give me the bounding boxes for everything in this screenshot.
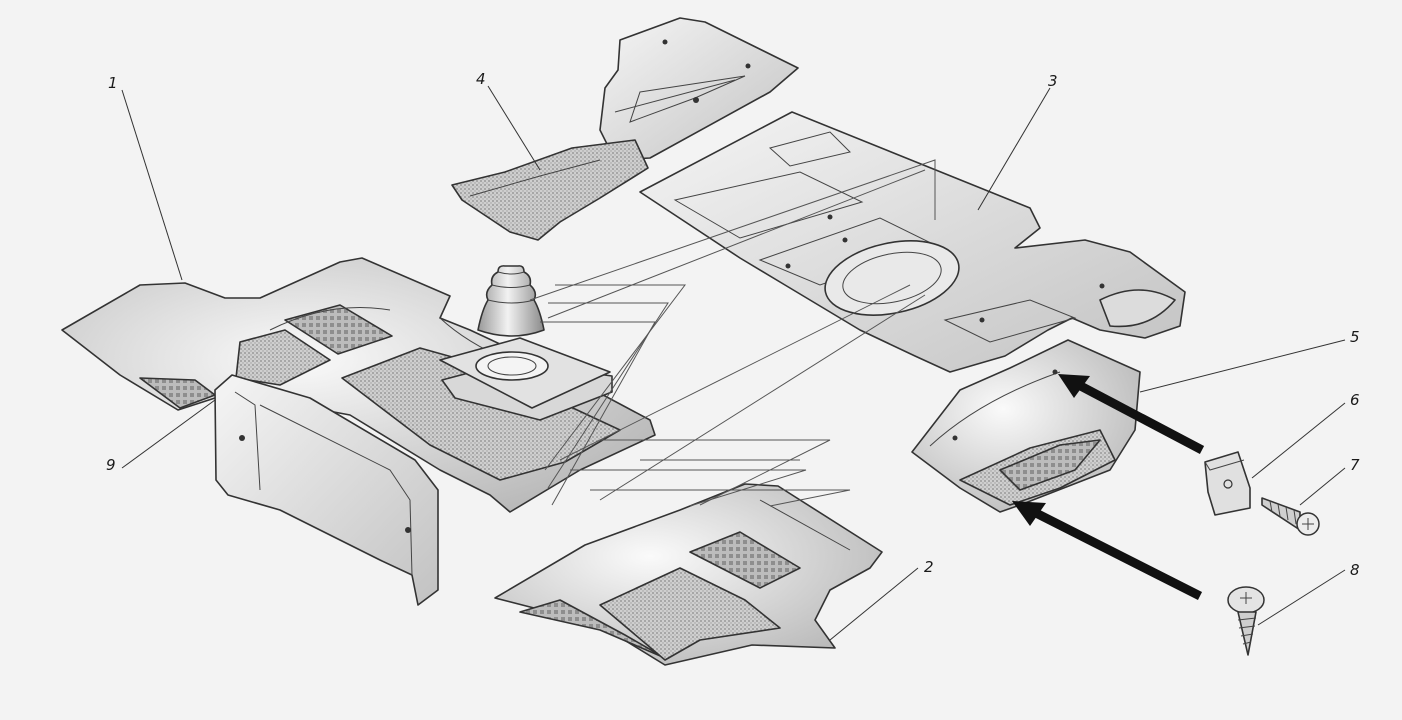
callout-3: 3	[1048, 72, 1058, 90]
leader-lines	[121, 85, 1346, 641]
callout-8: 8	[1350, 561, 1360, 579]
alignment-lines	[529, 159, 936, 507]
callout-labels: 1 4 3 5 6 7 8 2 9	[106, 70, 1360, 579]
part-gear-boot-assembly	[439, 265, 613, 421]
part-side-panel-9	[214, 374, 439, 606]
part-screw-7	[1261, 497, 1320, 536]
callout-7: 7	[1350, 456, 1360, 474]
callout-1: 1	[108, 74, 118, 92]
callout-5: 5	[1350, 328, 1360, 346]
part-screw-8	[1227, 586, 1265, 656]
part-floor-panel-3	[639, 111, 1186, 373]
part-clip-6	[1204, 451, 1251, 516]
part-tunnel-cover-4	[451, 17, 799, 241]
part-left-floor-mat-1	[61, 257, 656, 513]
assembly-arrows	[1012, 374, 1205, 601]
callout-6: 6	[1350, 391, 1360, 409]
callout-9: 9	[106, 456, 116, 474]
callout-4: 4	[476, 70, 486, 88]
callout-2: 2	[924, 558, 934, 576]
part-rear-floor-mat-2	[494, 483, 883, 666]
